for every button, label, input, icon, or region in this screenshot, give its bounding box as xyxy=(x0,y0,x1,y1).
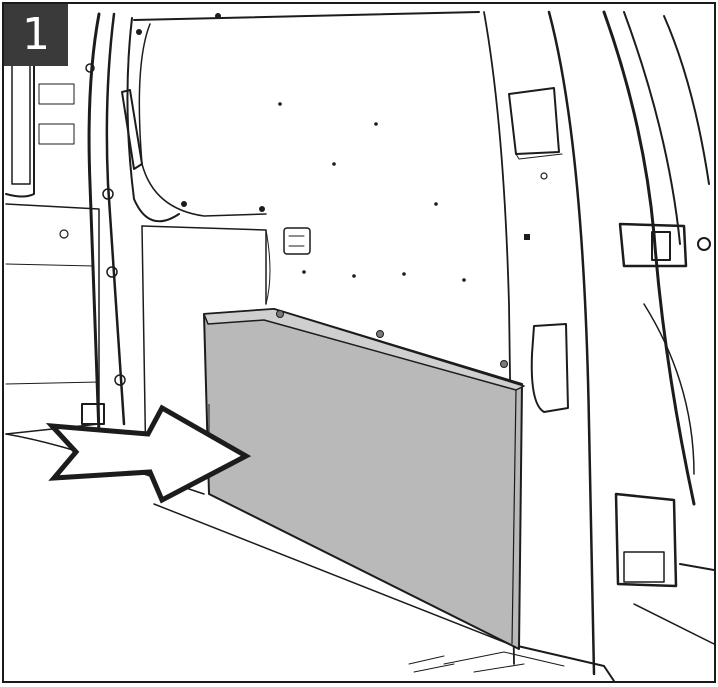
door-pillar-left xyxy=(82,14,179,434)
sliding-window xyxy=(134,12,479,216)
step-number-badge: 1 xyxy=(4,4,68,66)
van-cargo-scene xyxy=(4,4,714,681)
rear-door xyxy=(604,12,714,644)
left-side-window xyxy=(6,37,99,434)
cargo-panel xyxy=(204,309,524,649)
